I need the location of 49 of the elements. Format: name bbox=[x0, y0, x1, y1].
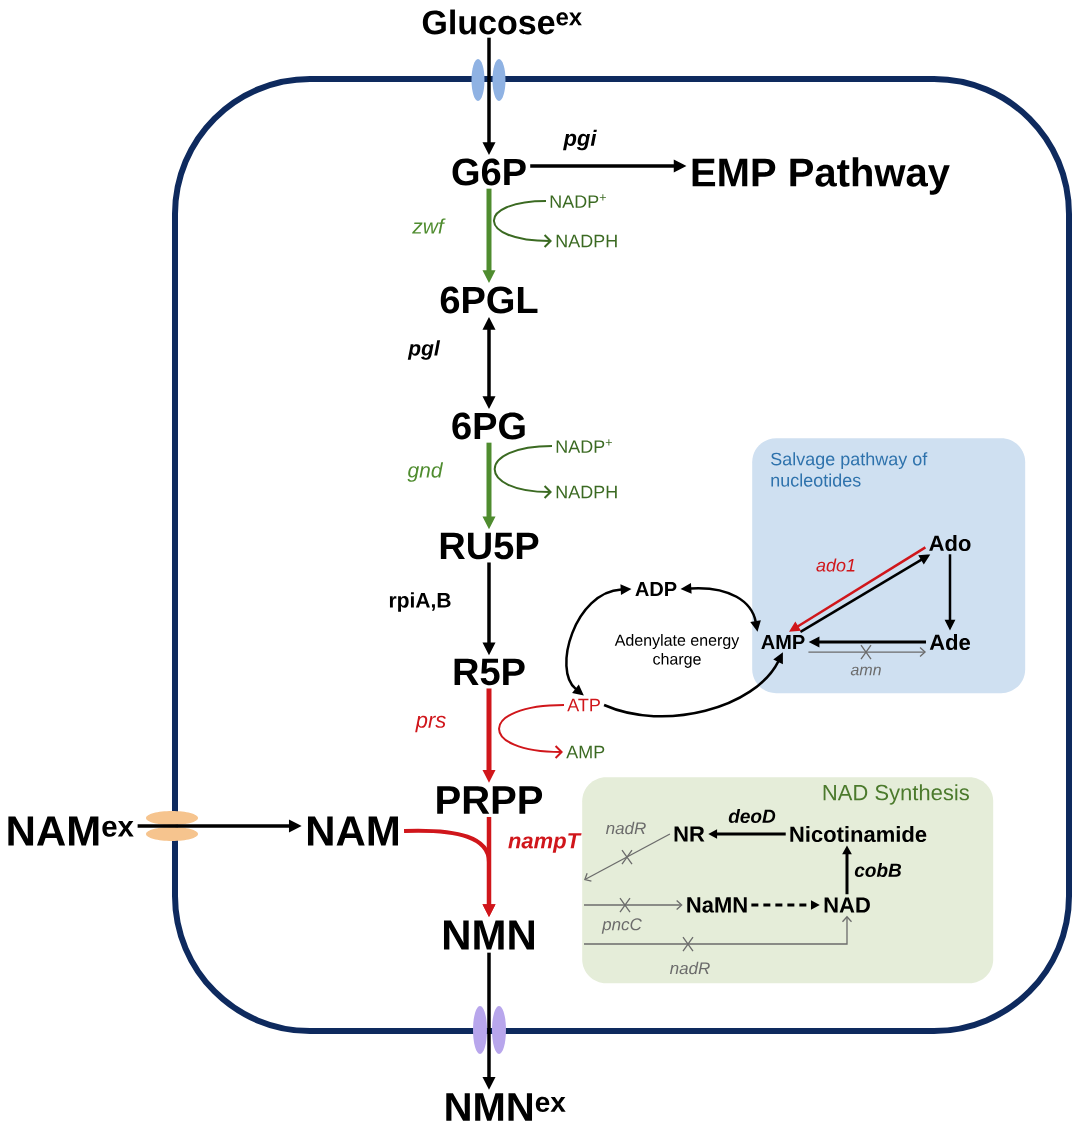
metabolite-label: Ade bbox=[929, 633, 971, 651]
metabolite-label: 6PG bbox=[452, 412, 525, 440]
cofactor-label: NADP$^{+}$ bbox=[556, 439, 612, 453]
metabolite-label: NAM bbox=[308, 816, 398, 846]
cofactor-label: NADP$^{+}$ bbox=[550, 194, 606, 208]
cofactor-label: NADPH bbox=[556, 234, 617, 248]
metabolite-label: ADP bbox=[635, 582, 677, 596]
metabolite-label: G6P bbox=[452, 158, 526, 186]
edge-label: amn bbox=[850, 666, 881, 676]
metabolite-label: 6PGL bbox=[440, 286, 538, 314]
metabolite-label: NAM$^{ex}$ bbox=[8, 816, 134, 846]
edge-label: nadR bbox=[669, 961, 710, 975]
cofactor-label: AMP bbox=[566, 745, 605, 759]
arrow bbox=[584, 833, 671, 882]
metabolite-label: Nicotinamide bbox=[790, 825, 927, 843]
arrow bbox=[807, 646, 927, 658]
edge-label: deoD bbox=[728, 809, 776, 823]
curved-arrow bbox=[492, 200, 552, 248]
arrow bbox=[583, 899, 683, 911]
metabolite-label: RU5P bbox=[440, 532, 539, 560]
metabolite-label: Glucose$^{ex}$ bbox=[422, 9, 582, 35]
metabolite-label: NMN$^{ex}$ bbox=[446, 1093, 566, 1121]
pathway-label: EMP Pathway bbox=[692, 157, 950, 195]
edge-label: prs bbox=[415, 715, 446, 733]
metabolite-label: NR bbox=[674, 826, 705, 842]
edge-label: pgl bbox=[407, 340, 441, 360]
cell-membrane bbox=[172, 76, 1072, 1034]
metabolite-label: NAD bbox=[824, 897, 870, 913]
edge-label: pncC bbox=[601, 918, 642, 934]
edge-label: rpiA,B bbox=[389, 592, 451, 612]
cofactor-label: NADPH bbox=[556, 485, 617, 499]
metabolite-label: AMP bbox=[761, 635, 805, 649]
annotation: Adenylate energy charge bbox=[614, 634, 740, 668]
edge-label: gnd bbox=[407, 462, 444, 482]
edge-label: pgi bbox=[563, 129, 597, 151]
edge-label: zwf bbox=[412, 218, 446, 234]
edge-label: ado1 bbox=[816, 558, 855, 572]
cofactor-label: ATP bbox=[567, 698, 600, 712]
metabolite-label: Ado bbox=[929, 534, 971, 552]
curved-arrow bbox=[498, 704, 565, 759]
metabolite-label: NaMN bbox=[687, 897, 747, 913]
metabolite-label: PRPP bbox=[437, 786, 543, 814]
edge-label: nadR bbox=[605, 821, 646, 835]
elbow-arrow bbox=[583, 915, 853, 945]
curved-arrow bbox=[493, 445, 553, 499]
edge-label: nampT bbox=[508, 833, 582, 853]
metabolite-label: R5P bbox=[454, 658, 525, 686]
edge-label: cobB bbox=[854, 863, 902, 877]
metabolite-label: NMN bbox=[444, 920, 534, 950]
